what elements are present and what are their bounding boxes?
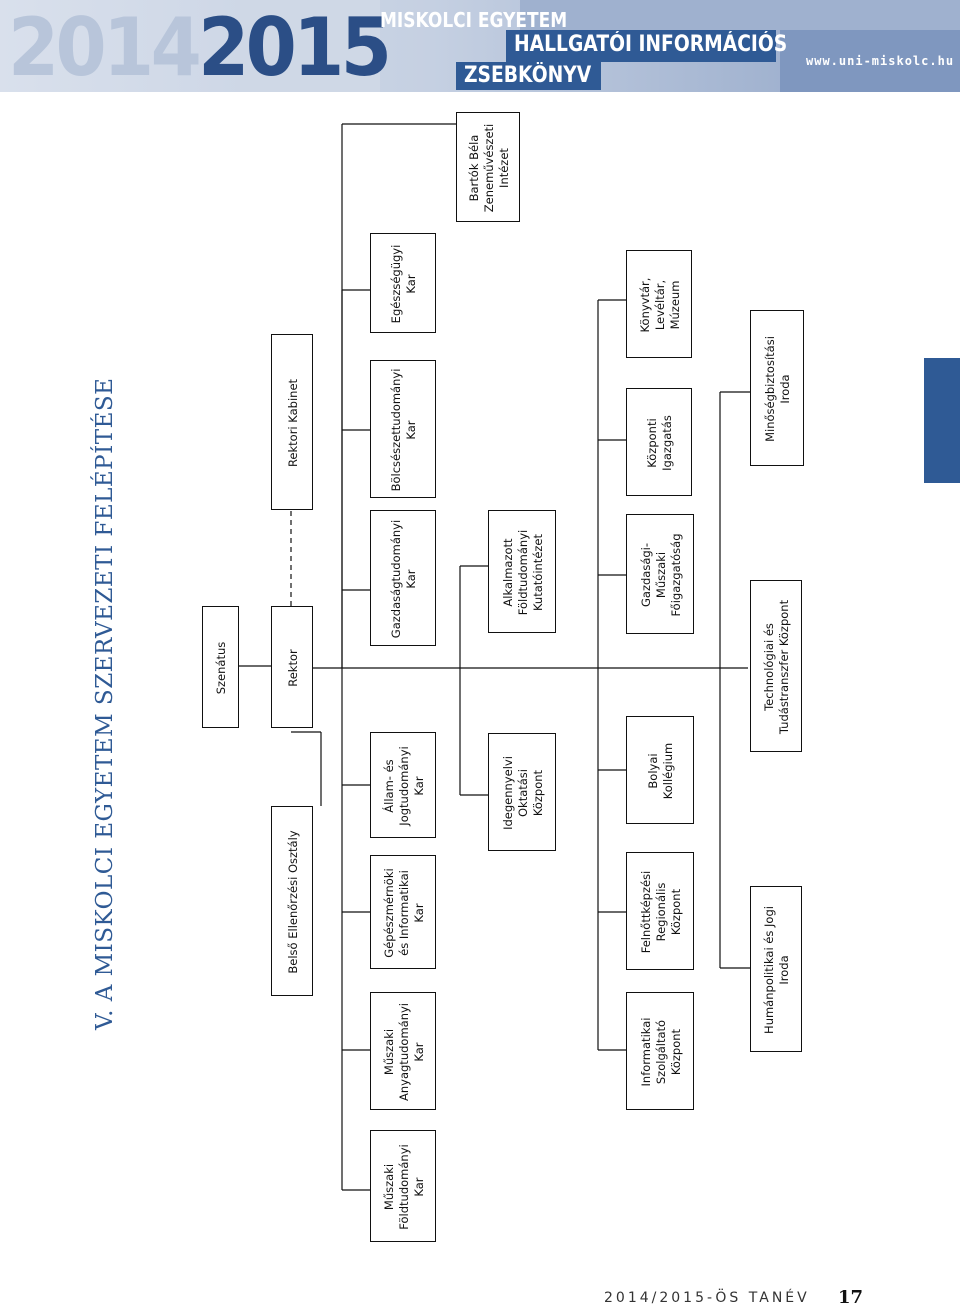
faculty-label-3: Gépészmérnöki és Informatikai Kar <box>381 868 426 958</box>
subtitle-box: HALLGATÓI INFORMÁCIÓS <box>506 30 787 62</box>
faculty-box-6: Bölcsészettudományi Kar <box>370 360 436 498</box>
page-number: 17 <box>838 1287 864 1308</box>
bartok-label: Bartók Béla Zeneművészeti Intézet <box>466 123 511 213</box>
alkalmazott-label: Alkalmazott Földtudományi Kutatóintézet <box>500 529 545 616</box>
centre-label-3: Bolyai Kollégium <box>646 742 675 800</box>
centre-label-1: Informatikai Szolgáltató Központ <box>638 1017 683 1087</box>
szenatus-label: Szenátus <box>214 641 228 695</box>
office-box-2: Technológiai és Tudástranszfer Központ <box>750 580 802 752</box>
year-logo: 20142015 <box>8 1 392 92</box>
rektori-kabinet-label: Rektori Kabinet <box>285 378 300 468</box>
rektori-kabinet-box: Rektori Kabinet <box>271 334 313 510</box>
academic-year: 2014/2015-ÖS TANÉV <box>604 1290 810 1306</box>
centre-label-5: Központi Igazgatás <box>645 415 674 471</box>
rektor-box: Rektor <box>271 606 313 728</box>
zsebkonyv-box: ZSEBKÖNYV <box>456 62 601 90</box>
university-name: MISKOLCI EGYETEM <box>380 8 568 32</box>
faculty-box-5: Gazdaságtudományi Kar <box>370 510 436 646</box>
centre-label-4: Gazdasági- Műszaki Főigazgatóság <box>638 533 683 617</box>
centre-label-6: Könyvtár, Levéltár, Múzeum <box>637 277 682 333</box>
faculty-label-1: Műszaki Földtudományi Kar <box>381 1144 426 1230</box>
chapter-tab <box>924 358 960 483</box>
faculty-label-4: Állam- és Jogtudományi Kar <box>381 746 426 826</box>
faculty-label-2: Műszaki Anyagtudományi Kar <box>381 1003 426 1101</box>
faculty-label-5: Gazdaságtudományi Kar <box>389 519 418 639</box>
belso-ellenorzesi-box: Belső Ellenőrzési Osztály <box>271 806 313 996</box>
centre-box-1: Informatikai Szolgáltató Központ <box>626 992 694 1110</box>
office-box-1: Humánpolitikai és Jogi Iroda <box>750 886 802 1052</box>
centre-box-4: Gazdasági- Műszaki Főigazgatóság <box>626 514 694 634</box>
faculty-box-7: Egészségügyi Kar <box>370 233 436 333</box>
faculty-label-6: Bölcsészettudományi Kar <box>389 368 418 492</box>
centre-label-2: Felnőttképzési Regionális Központ <box>638 870 683 954</box>
faculty-box-2: Műszaki Anyagtudományi Kar <box>370 992 436 1110</box>
office-label-1: Humánpolitikai és Jogi Iroda <box>762 906 791 1034</box>
office-label-2: Technológiai és Tudástranszfer Központ <box>762 599 791 735</box>
office-label-3: Minőségbiztosítási Iroda <box>763 336 792 442</box>
centre-box-6: Könyvtár, Levéltár, Múzeum <box>626 250 692 358</box>
bartok-box: Bartók Béla Zeneművészeti Intézet <box>456 112 520 222</box>
idegennyelvi-box: Idegennyelvi Oktatási Központ <box>488 733 556 851</box>
idegennyelvi-label: Idegennyelvi Oktatási Központ <box>500 756 545 830</box>
centre-box-2: Felnőttképzési Regionális Központ <box>626 852 694 970</box>
centre-box-5: Központi Igazgatás <box>626 388 692 496</box>
faculty-box-1: Műszaki Földtudományi Kar <box>370 1130 436 1242</box>
alkalmazott-box: Alkalmazott Földtudományi Kutatóintézet <box>488 510 556 633</box>
faculty-box-4: Állam- és Jogtudományi Kar <box>370 732 436 838</box>
rektor-label: Rektor <box>285 649 300 687</box>
banner-decoration <box>240 0 960 92</box>
centre-box-3: Bolyai Kollégium <box>626 716 694 824</box>
belso-ellenorzesi-label: Belső Ellenőrzési Osztály <box>285 830 300 974</box>
office-box-3: Minőségbiztosítási Iroda <box>750 310 804 466</box>
faculty-label-7: Egészségügyi Kar <box>389 244 418 324</box>
faculty-box-3: Gépészmérnöki és Informatikai Kar <box>370 855 436 969</box>
header-banner: 20142015 MISKOLCI EGYETEM HALLGATÓI INFO… <box>0 0 960 92</box>
szenatus-box: Szenátus <box>202 606 239 728</box>
website-url[interactable]: www.uni-miskolc.hu <box>806 54 955 68</box>
